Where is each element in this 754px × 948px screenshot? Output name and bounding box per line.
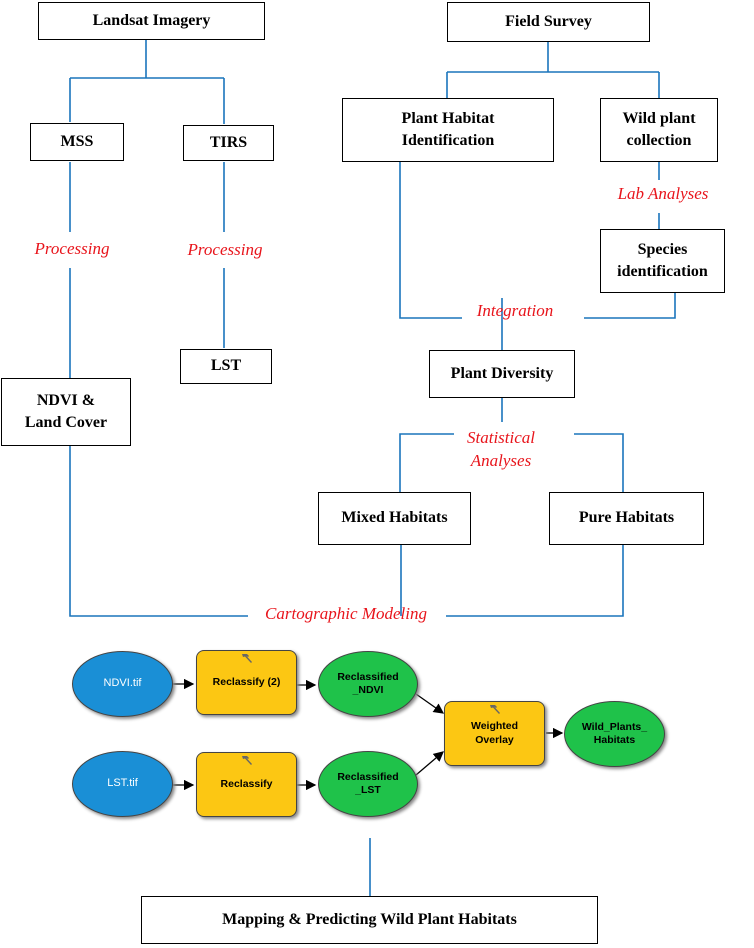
integration-label: Integration bbox=[476, 301, 554, 320]
connector-statistical bbox=[399, 433, 624, 492]
connector-integration bbox=[399, 162, 676, 319]
mss-box: MSS bbox=[30, 123, 124, 161]
pure-habitats-box: Pure Habitats bbox=[549, 492, 704, 545]
wild-plant-collection-box: Wild plant collection bbox=[600, 98, 718, 162]
plant-diversity-box: Plant Diversity bbox=[429, 350, 575, 398]
connector-field bbox=[446, 42, 660, 98]
tirs-box: TIRS bbox=[183, 125, 274, 161]
cartographic-modeling-label: Cartographic Modeling bbox=[265, 604, 427, 623]
ndvi-tif-node: NDVI.tif bbox=[72, 651, 173, 717]
lst-tif-node: LST.tif bbox=[72, 751, 173, 817]
reclassify-label: Reclassify bbox=[220, 777, 273, 790]
reclassified-ndvi-node: Reclassified _NDVI bbox=[318, 651, 418, 717]
statistical-analyses-label: Statistical Analyses bbox=[467, 428, 535, 470]
connector-landsat bbox=[69, 40, 225, 124]
plant-habitat-identification-box: Plant Habitat Identification bbox=[342, 98, 554, 162]
mapping-predicting-box: Mapping & Predicting Wild Plant Habitats bbox=[141, 896, 598, 944]
reclassify-2-label: Reclassify (2) bbox=[212, 675, 281, 688]
processing-mss-label: Processing bbox=[34, 239, 110, 258]
hammer-icon bbox=[241, 756, 252, 765]
mixed-habitats-box: Mixed Habitats bbox=[318, 492, 471, 545]
lab-analyses-label: Lab Analyses bbox=[617, 184, 709, 203]
landsat-imagery-box: Landsat Imagery bbox=[38, 2, 265, 40]
connector-cartographic bbox=[69, 446, 624, 617]
field-survey-box: Field Survey bbox=[447, 2, 650, 42]
arrow-reclassifiedndvi-weighted bbox=[415, 693, 445, 714]
processing-tirs-label: Processing bbox=[187, 240, 263, 259]
arrow-reclassifiedlst-weighted bbox=[415, 751, 444, 776]
hammer-icon bbox=[241, 654, 252, 663]
weighted-overlay-tool: Weighted Overlay bbox=[444, 701, 545, 766]
lst-box: LST bbox=[180, 349, 272, 384]
reclassify-2-tool: Reclassify (2) bbox=[196, 650, 297, 715]
reclassify-tool: Reclassify bbox=[196, 752, 297, 817]
species-identification-box: Species identification bbox=[600, 229, 725, 293]
reclassified-lst-node: Reclassified _LST bbox=[318, 751, 418, 817]
weighted-overlay-label: Weighted Overlay bbox=[470, 720, 519, 746]
wild-plants-habitats-node: Wild_Plants_ Habitats bbox=[564, 701, 665, 767]
ndvi-land-cover-box: NDVI & Land Cover bbox=[1, 378, 131, 446]
hammer-icon bbox=[489, 705, 500, 714]
